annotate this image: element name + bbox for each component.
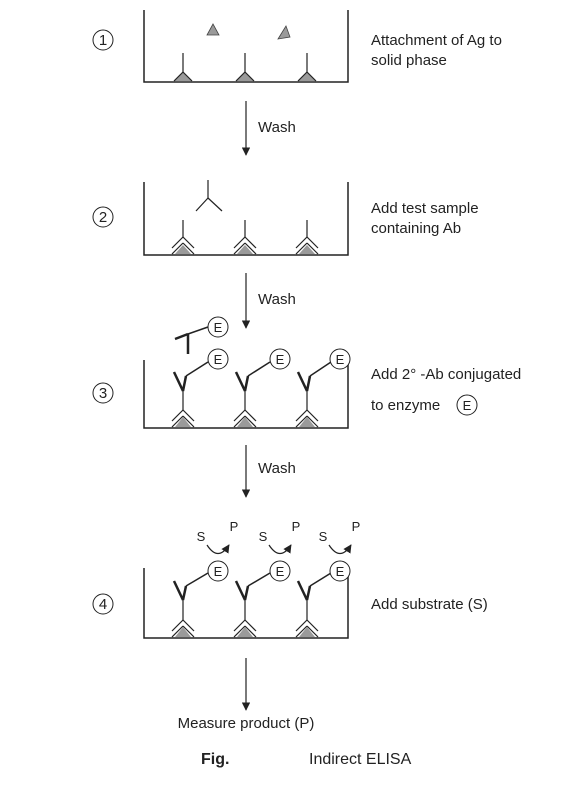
bound-enzyme-conjugated-antibody: E	[171, 348, 229, 428]
svg-text:Wash: Wash	[258, 291, 296, 308]
free-enzyme-conjugated-antibody: E	[174, 316, 229, 354]
svg-text:Attachment of Ag to: Attachment of Ag to	[371, 32, 502, 49]
antibody-antigen-complex	[171, 220, 195, 255]
svg-text:E: E	[463, 398, 472, 413]
svg-text:E: E	[214, 320, 223, 335]
svg-text:E: E	[336, 352, 345, 367]
svg-text:Add test sample: Add test sample	[371, 200, 479, 217]
well-4	[143, 568, 349, 639]
svg-text:E: E	[276, 352, 285, 367]
free-antibody	[195, 180, 223, 212]
step-number-1: 1	[92, 29, 114, 51]
bound-enzyme-conjugated-antibody: E	[233, 348, 291, 428]
bound-enzyme-conjugated-antibody: E	[295, 348, 351, 428]
antibody-antigen-complex	[233, 220, 257, 255]
svg-text:E: E	[214, 564, 223, 579]
figure-caption-prefix: Fig.	[201, 751, 229, 768]
free-antigen	[206, 23, 220, 36]
svg-text:3: 3	[99, 385, 107, 402]
step-3-label: Add 2° -Ab conjugated to enzyme E	[371, 366, 521, 416]
measure-product-label: Measure product (P)	[178, 715, 315, 732]
bound-antigen	[173, 53, 193, 82]
svg-text:S: S	[259, 529, 268, 544]
svg-text:Add 2° -Ab conjugated: Add 2° -Ab conjugated	[371, 366, 521, 383]
svg-text:E: E	[214, 352, 223, 367]
figure-caption-title: Indirect ELISA	[309, 751, 412, 768]
substrate-reaction-unit: E S P	[171, 519, 239, 638]
bound-antigen	[297, 53, 317, 82]
step-4-label: Add substrate (S)	[371, 596, 488, 613]
substrate-reaction-unit: E S P	[295, 519, 361, 638]
well-3	[143, 360, 349, 429]
svg-text:E: E	[336, 564, 345, 579]
well-2	[143, 182, 349, 256]
svg-text:4: 4	[99, 596, 107, 613]
svg-text:Add substrate (S): Add substrate (S)	[371, 596, 488, 613]
svg-text:Wash: Wash	[258, 119, 296, 136]
step-number-3: 3	[92, 382, 114, 404]
svg-text:P: P	[292, 519, 301, 534]
step-number-2: 2	[92, 206, 114, 228]
substrate-reaction-unit: E S P	[233, 519, 301, 638]
step-2-label: Add test sample containing Ab	[371, 200, 479, 237]
free-antigen	[277, 25, 291, 40]
svg-text:S: S	[319, 529, 328, 544]
wash-arrow-2: Wash	[241, 273, 296, 329]
svg-text:solid phase: solid phase	[371, 52, 447, 69]
svg-text:P: P	[230, 519, 239, 534]
wash-arrow-3: Wash	[241, 445, 296, 498]
svg-text:E: E	[276, 564, 285, 579]
svg-text:2: 2	[99, 209, 107, 226]
wash-arrow-1: Wash	[241, 101, 296, 156]
svg-text:to enzyme: to enzyme	[371, 397, 440, 414]
step-1-label: Attachment of Ag to solid phase	[371, 32, 502, 69]
well-1	[143, 10, 349, 83]
svg-text:Wash: Wash	[258, 460, 296, 477]
svg-text:1: 1	[99, 32, 107, 49]
svg-text:S: S	[197, 529, 206, 544]
bound-antigen	[235, 53, 255, 82]
step-number-4: 4	[92, 593, 114, 615]
enzyme-symbol-inline: E	[456, 394, 478, 416]
svg-text:containing Ab: containing Ab	[371, 220, 461, 237]
antibody-antigen-complex	[295, 220, 319, 255]
svg-text:P: P	[352, 519, 361, 534]
